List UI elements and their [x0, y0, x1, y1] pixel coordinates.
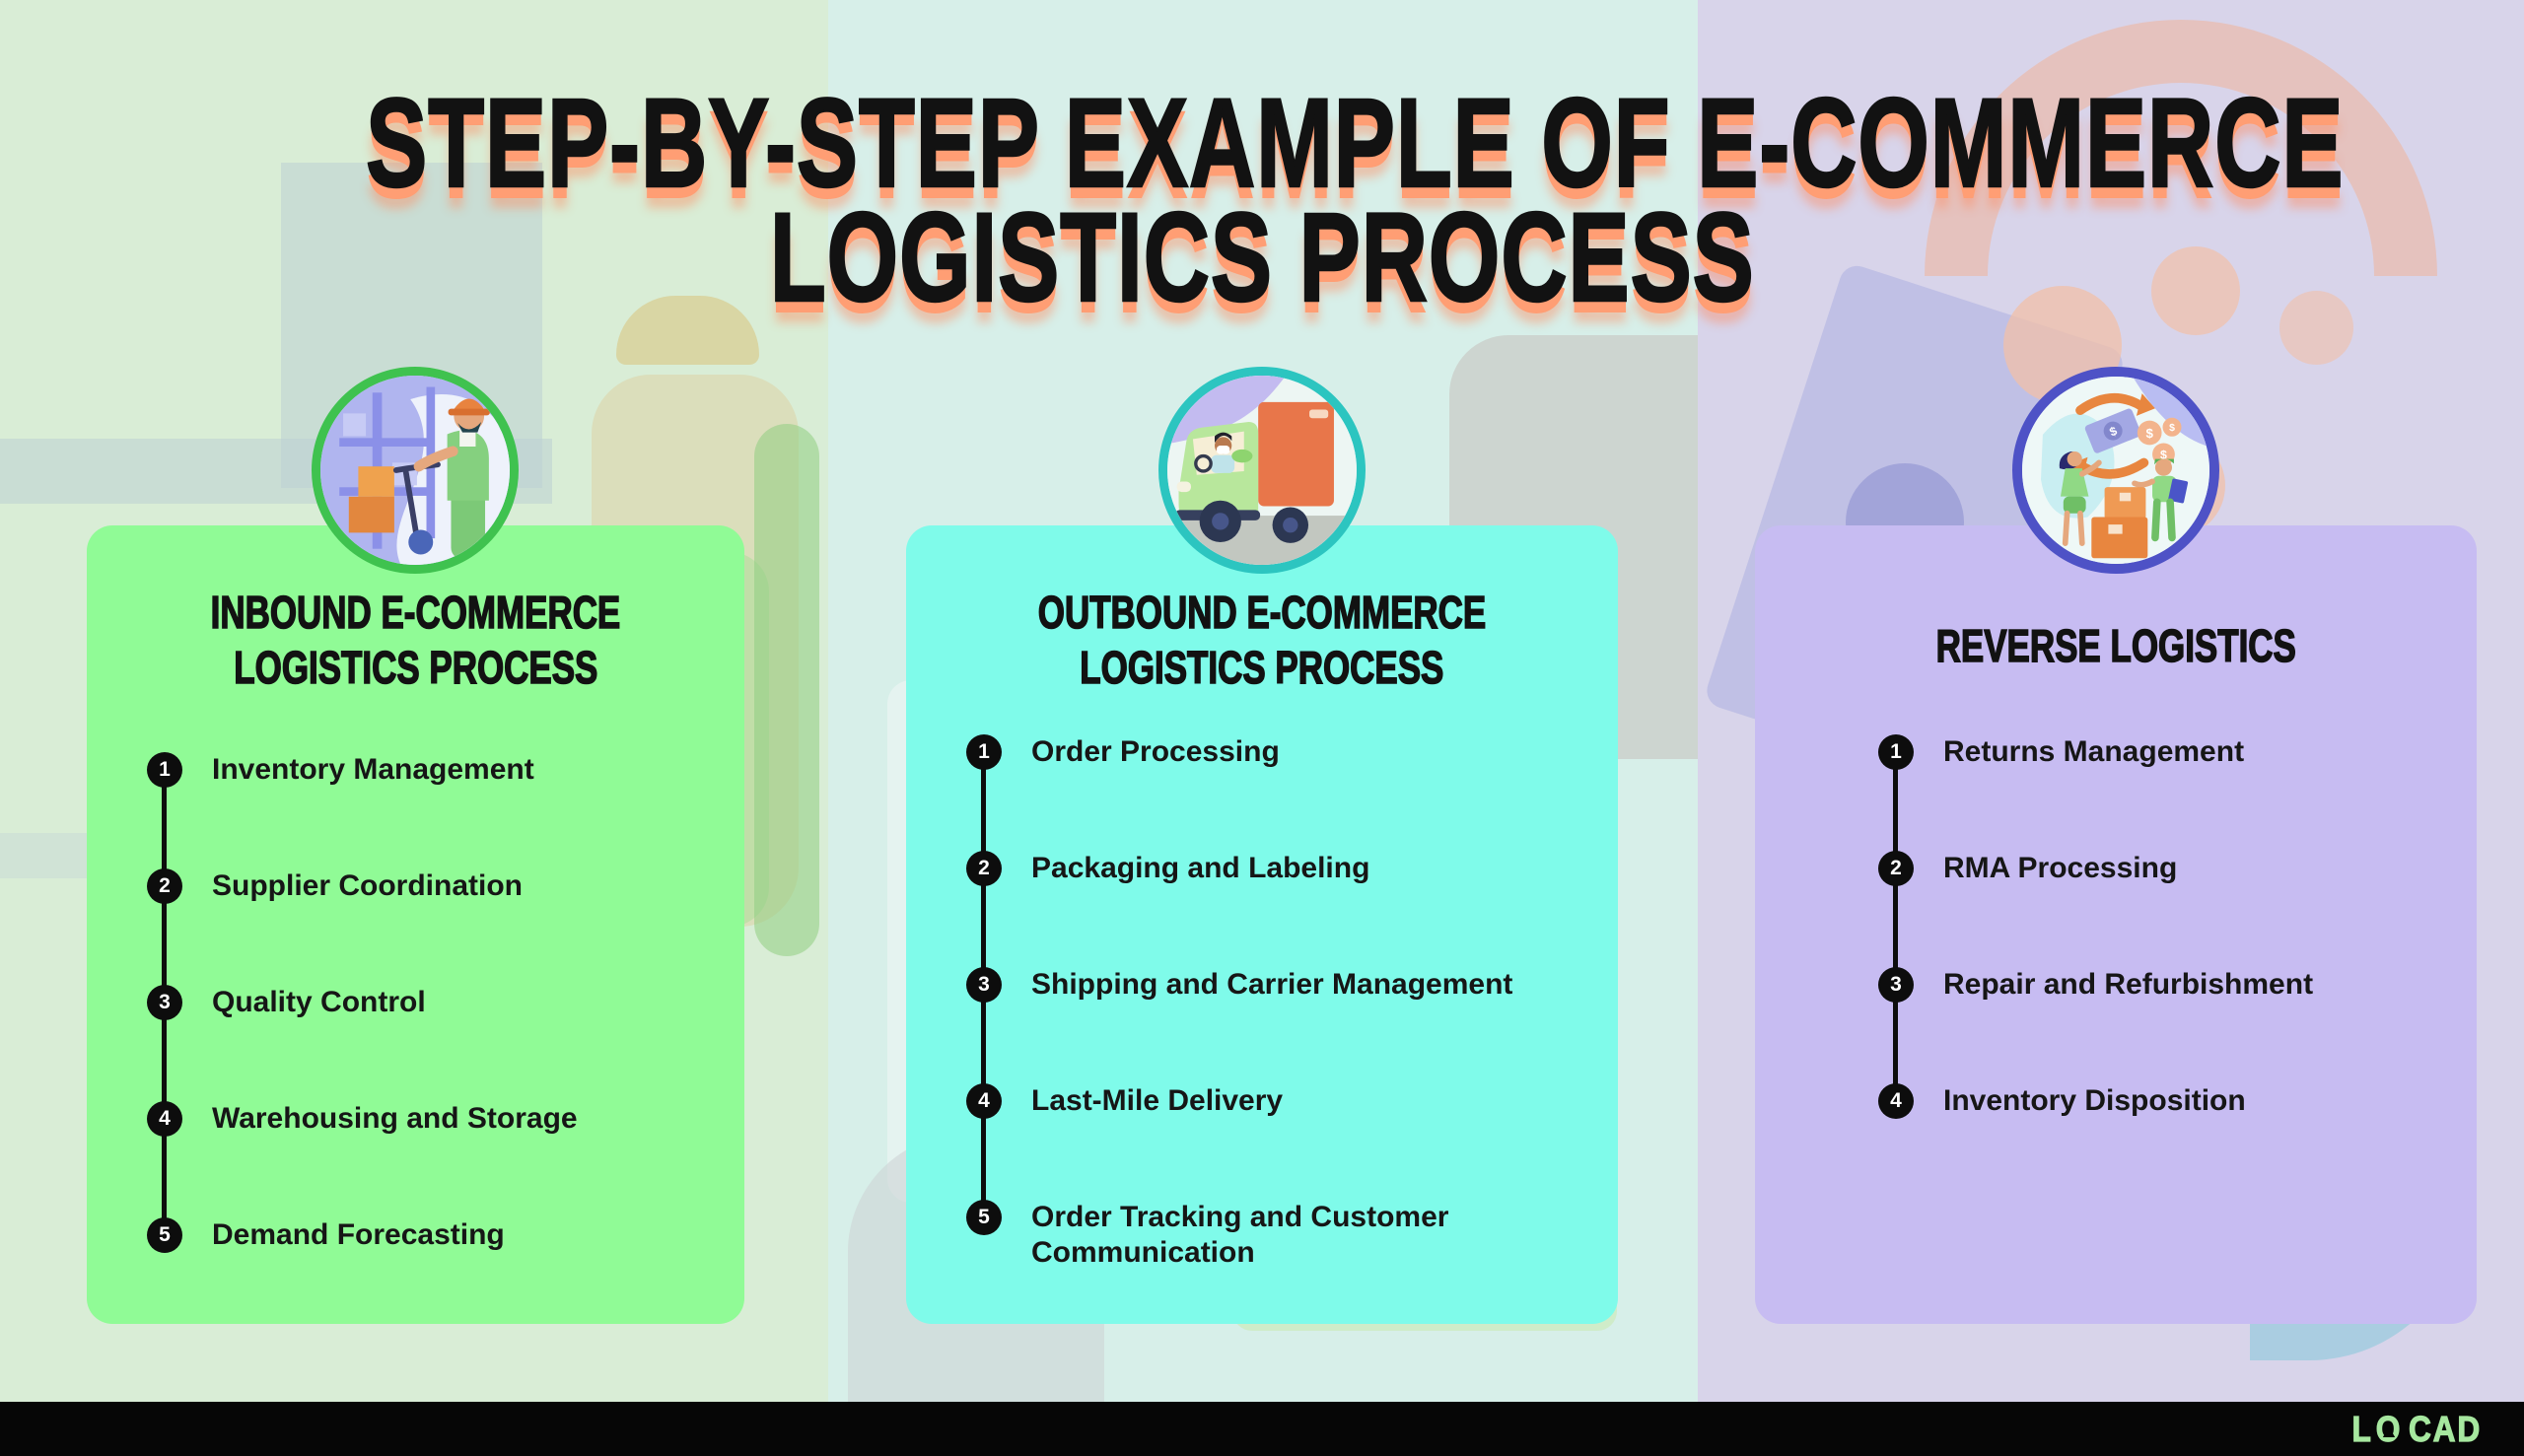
step-label: Warehousing and Storage — [212, 1102, 578, 1135]
step-row: 2 Packaging and Labeling — [966, 851, 1369, 886]
step-number-badge: 4 — [147, 1101, 182, 1137]
step-row: 2 RMA Processing — [1878, 851, 2177, 886]
step-label: Repair and Refurbishment — [1943, 968, 2314, 1001]
step-row: 3 Repair and Refurbishment — [1878, 967, 2313, 1003]
step-number-badge: 2 — [966, 851, 1002, 886]
card-outbound-header-line1: OUTBOUND E-COMMERCE — [1037, 586, 1487, 639]
step-number-badge: 1 — [1878, 734, 1914, 770]
warehouse-worker-icon — [312, 367, 519, 574]
card-reverse: REVERSE LOGISTICS 1 Returns Management 2… — [1755, 525, 2477, 1324]
step-row: 2 Supplier Coordination — [147, 868, 523, 904]
faded-worker-hat — [616, 296, 759, 365]
step-row: 3 Shipping and Carrier Management — [966, 967, 1512, 1003]
svg-text:$: $ — [2145, 426, 2153, 441]
locad-logo-letter-o: O — [2375, 1408, 2403, 1449]
step-label: Demand Forecasting — [212, 1218, 505, 1251]
step-label: Supplier Coordination — [212, 869, 523, 902]
step-number-badge: 4 — [966, 1083, 1002, 1119]
card-reverse-header: REVERSE LOGISTICS — [1755, 618, 2477, 673]
step-number-badge: 5 — [147, 1217, 182, 1253]
step-number-badge: 2 — [147, 868, 182, 904]
step-label: Inventory Disposition — [1943, 1084, 2246, 1117]
step-row: 4 Inventory Disposition — [1878, 1083, 2246, 1119]
step-number-badge: 1 — [966, 734, 1002, 770]
step-label: Order Tracking and Customer Communicatio… — [1031, 1201, 1449, 1269]
step-row: 5 Demand Forecasting — [147, 1217, 505, 1253]
card-outbound-header: OUTBOUND E-COMMERCE LOGISTICS PROCESS — [906, 585, 1618, 695]
svg-text:$: $ — [2108, 424, 2120, 440]
step-connector-line — [1893, 752, 1898, 1101]
step-number-badge: 2 — [1878, 851, 1914, 886]
page-title: STEP-BY-STEP EXAMPLE OF E-COMMERCE LOGIS… — [0, 73, 2524, 328]
step-row: 1 Returns Management — [1878, 734, 2244, 770]
svg-text:$: $ — [2160, 449, 2167, 462]
faded-coin-4 — [2279, 291, 2353, 365]
faded-plant-shape — [754, 424, 819, 956]
step-label: RMA Processing — [1943, 852, 2178, 884]
step-number-badge: 3 — [1878, 967, 1914, 1003]
step-label: Shipping and Carrier Management — [1031, 968, 1513, 1001]
card-reverse-header-line1: REVERSE LOGISTICS — [1935, 619, 2296, 672]
card-inbound: INBOUND E-COMMERCE LOGISTICS PROCESS 1 I… — [87, 525, 744, 1324]
step-label: Inventory Management — [212, 753, 534, 786]
page-title-line-1: STEP-BY-STEP EXAMPLE OF E-COMMERCE — [365, 73, 2345, 214]
step-number-badge: 5 — [966, 1200, 1002, 1235]
card-inbound-header: INBOUND E-COMMERCE LOGISTICS PROCESS — [87, 585, 744, 695]
returns-exchange-icon: $ $ $ $ — [2012, 367, 2219, 574]
locad-logo-letter-l: L — [2351, 1408, 2373, 1449]
faded-coin-2 — [2151, 246, 2240, 335]
step-label: Returns Management — [1943, 735, 2245, 768]
card-outbound-header-line2: LOGISTICS PROCESS — [1080, 641, 1444, 694]
step-label: Packaging and Labeling — [1031, 852, 1370, 884]
page-title-line-2: LOGISTICS PROCESS — [769, 187, 1755, 328]
step-row: 1 Inventory Management — [147, 752, 534, 788]
delivery-truck-icon — [1158, 367, 1366, 574]
step-row: 5 Order Tracking and Customer Communicat… — [966, 1200, 1544, 1271]
step-number-badge: 4 — [1878, 1083, 1914, 1119]
step-row: 1 Order Processing — [966, 734, 1280, 770]
step-label: Order Processing — [1031, 735, 1280, 768]
card-outbound: OUTBOUND E-COMMERCE LOGISTICS PROCESS 1 … — [906, 525, 1618, 1324]
svg-text:$: $ — [2169, 423, 2175, 434]
locad-logo-letters-cad: CAD — [2409, 1408, 2482, 1449]
logo-arrow-icon — [2382, 1425, 2396, 1437]
step-label: Quality Control — [212, 986, 426, 1018]
card-inbound-header-line1: INBOUND E-COMMERCE — [210, 586, 621, 639]
step-row: 4 Last-Mile Delivery — [966, 1083, 1283, 1119]
step-row: 4 Warehousing and Storage — [147, 1101, 578, 1137]
step-number-badge: 3 — [966, 967, 1002, 1003]
card-inbound-header-line2: LOGISTICS PROCESS — [233, 641, 598, 694]
step-label: Last-Mile Delivery — [1031, 1084, 1284, 1117]
step-number-badge: 1 — [147, 752, 182, 788]
step-number-badge: 3 — [147, 985, 182, 1020]
step-row: 3 Quality Control — [147, 985, 426, 1020]
